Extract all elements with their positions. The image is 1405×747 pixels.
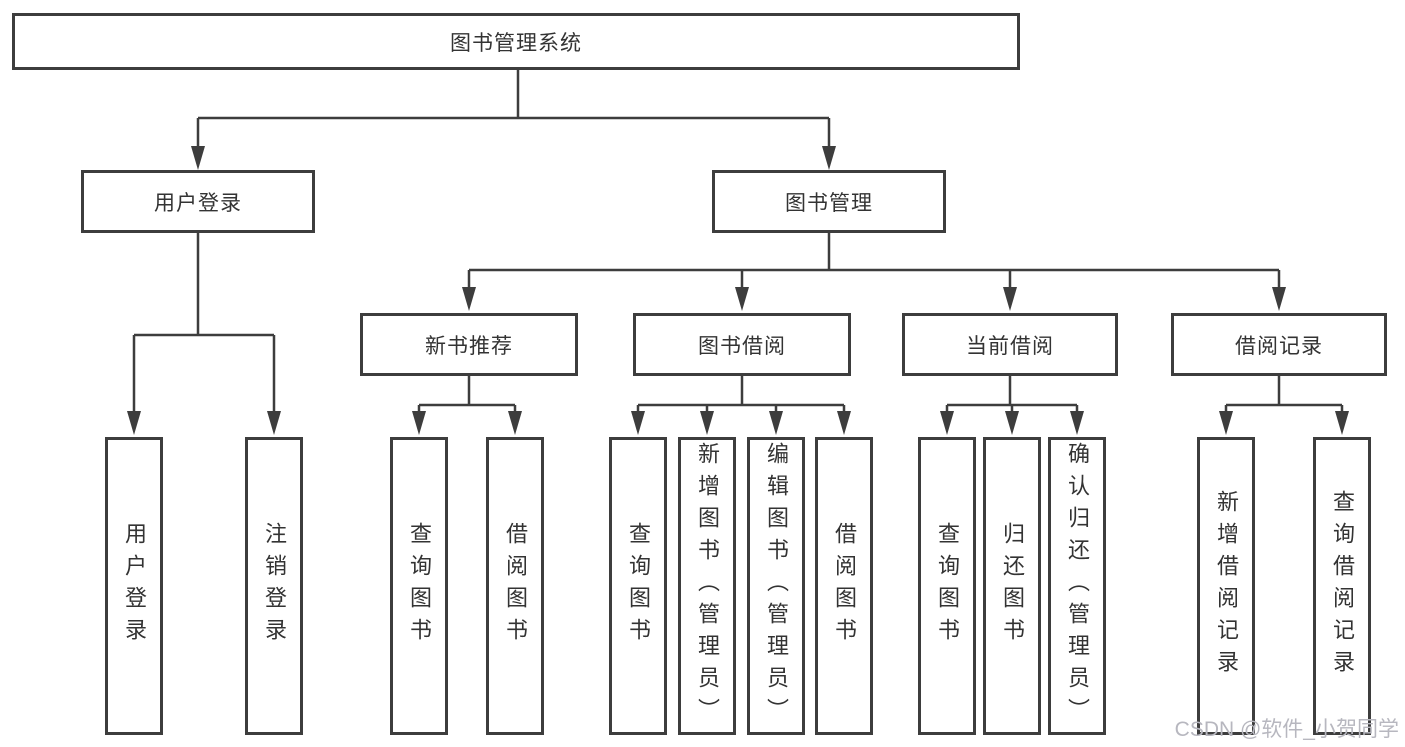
leaf-label: 查询图书 [407,522,432,650]
arrowhead [1219,411,1233,435]
connector-bookmgmt-to-level3 [467,233,1281,292]
leaf-label: 查询借阅记录 [1330,490,1355,682]
leaf-borrow-books: 借阅图书 [815,437,873,735]
leaf-label: 查询图书 [935,522,960,650]
connector-records-to-leaves [1224,376,1344,414]
node-current-borrow: 当前借阅 [902,313,1118,376]
node-root-system: 图书管理系统 [12,13,1020,70]
arrowhead [837,411,851,435]
connector-userlogin-to-leaves [132,233,276,416]
node-book-management: 图书管理 [712,170,946,233]
leaf-label: 借阅图书 [503,522,528,650]
leaf-query-books-borrow: 查询图书 [609,437,667,735]
arrowhead [1005,411,1019,435]
leaf-label: 新增借阅记录 [1214,490,1239,682]
leaf-label: 新增图书（管理员） [695,442,720,730]
arrowhead [940,411,954,435]
leaf-label: 查询图书 [626,522,651,650]
arrowhead [822,146,836,170]
leaf-confirm-return-admin: 确认归还（管理员） [1048,437,1106,735]
arrowhead [127,411,141,435]
leaf-label: 编辑图书（管理员） [764,442,789,730]
leaf-edit-books-admin: 编辑图书（管理员） [747,437,805,735]
arrowhead [462,287,476,311]
node-borrow-records: 借阅记录 [1171,313,1387,376]
leaf-add-books-admin: 新增图书（管理员） [678,437,736,735]
node-label: 新书推荐 [425,334,513,358]
arrowhead [1003,287,1017,311]
node-label: 当前借阅 [966,334,1054,358]
node-label: 图书借阅 [698,334,786,358]
arrowhead [508,411,522,435]
node-label: 用户登录 [154,191,242,215]
leaf-query-books-recommend: 查询图书 [390,437,448,735]
leaf-label: 用户登录 [122,522,147,650]
leaf-logout: 注销登录 [245,437,303,735]
leaf-label: 归还图书 [1000,522,1025,650]
arrowhead [631,411,645,435]
leaf-borrow-books-recommend: 借阅图书 [486,437,544,735]
arrowhead [191,146,205,170]
watermark: CSDN @软件_小贺同学 [1174,718,1399,741]
node-new-book-recommend: 新书推荐 [360,313,578,376]
node-book-borrow: 图书借阅 [633,313,851,376]
leaf-label: 注销登录 [262,522,287,650]
arrowhead [1070,411,1084,435]
leaf-user-login: 用户登录 [105,437,163,735]
arrowhead [735,287,749,311]
leaf-label: 确认归还（管理员） [1065,442,1090,730]
arrowhead [1272,287,1286,311]
node-label: 借阅记录 [1235,334,1323,358]
arrowheads [127,146,1349,435]
connector-newbook-to-leaves [417,376,517,414]
leaf-add-borrow-record: 新增借阅记录 [1197,437,1255,735]
arrowhead [267,411,281,435]
node-user-login: 用户登录 [81,170,315,233]
connector-root-to-level2 [196,69,831,150]
arrowhead [412,411,426,435]
leaf-query-borrow-record: 查询借阅记录 [1313,437,1371,735]
node-label: 图书管理 [785,191,873,215]
arrowhead [769,411,783,435]
connector-borrow-to-leaves [636,376,846,414]
arrowhead [1335,411,1349,435]
leaf-return-books: 归还图书 [983,437,1041,735]
leaf-query-books-current: 查询图书 [918,437,976,735]
arrowhead [700,411,714,435]
leaf-label: 借阅图书 [832,522,857,650]
node-label: 图书管理系统 [450,31,582,55]
connector-current-to-leaves [945,376,1079,414]
